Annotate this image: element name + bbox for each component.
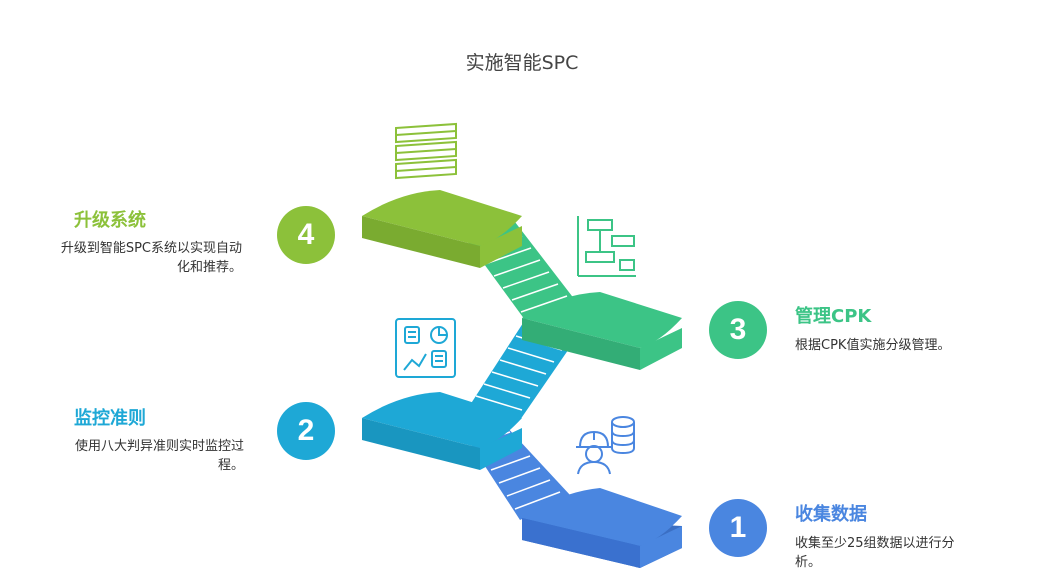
step-badge-4: 4 [277,206,335,264]
worker-database-icon [576,416,635,475]
platform-3 [522,292,682,370]
step-title-3: 管理CPK [795,306,872,327]
layers-stack-icon [395,122,457,180]
step-description-2: 使用八大判异准则实时监控过程。 [74,439,244,473]
step-description-1: 收集至少25组数据以进行分析。 [795,536,955,570]
platform-2 [362,392,522,470]
dashboard-charts-icon [395,318,456,378]
step-badge-2: 2 [277,402,335,460]
page-title: 实施智能SPC [465,52,579,74]
step-badge-3: 3 [709,301,767,359]
platform-4 [362,190,522,268]
step-description-4: 升级到智能SPC系统以实现自动化和推荐。 [60,241,242,275]
gantt-chart-icon [577,216,636,277]
step-title-1: 收集数据 [795,504,867,525]
step-description-3: 根据CPK值实施分级管理。 [795,338,951,353]
step-title-4: 升级系统 [74,210,146,231]
platform-1 [522,488,682,568]
step-title-2: 监控准则 [74,408,146,429]
step-badge-1: 1 [709,499,767,557]
